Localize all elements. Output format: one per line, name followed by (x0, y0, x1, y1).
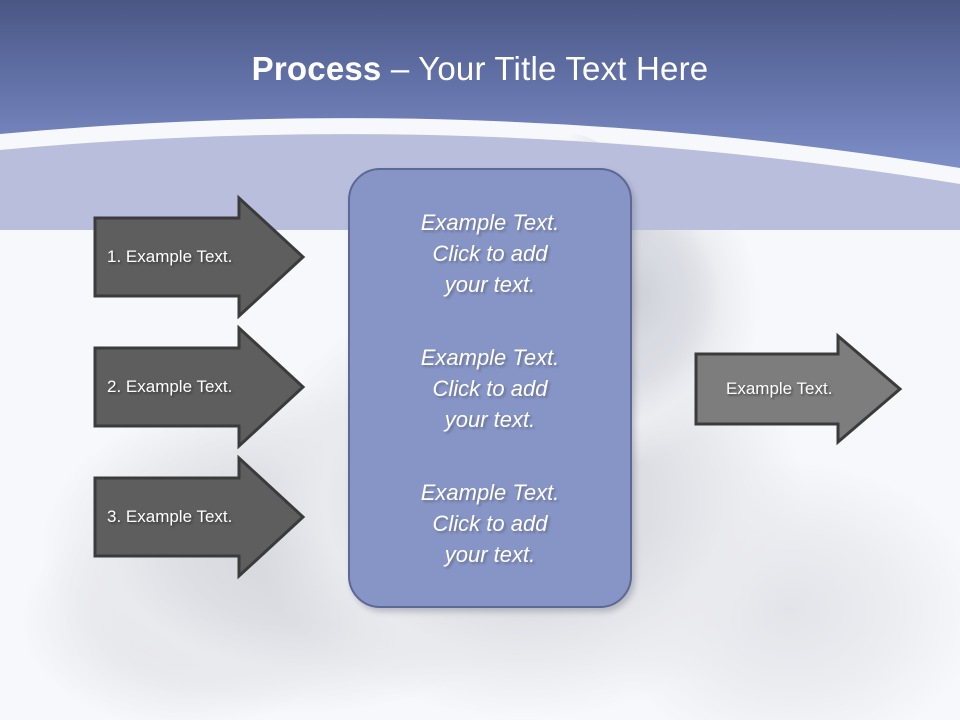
input-arrow-3-shape (93, 454, 306, 580)
center-box-paragraph-3-line-3: your text. (444, 541, 536, 567)
center-box-paragraph-1-line-1: Example Text. (420, 209, 560, 235)
center-box-paragraph-2-line-3: your text. (444, 406, 536, 432)
input-arrow-1[interactable]: 1. Example Text. (93, 194, 306, 320)
header-main-band (0, 0, 960, 168)
output-arrow[interactable]: Example Text. (694, 332, 903, 446)
page-title-bold: Process (251, 50, 382, 87)
input-arrow-2-shape (93, 324, 306, 450)
center-box-paragraph-2: Example Text. Click to add your text. (350, 342, 630, 435)
input-arrow-2[interactable]: 2. Example Text. (93, 324, 306, 450)
center-box-paragraph-2-line-1: Example Text. (420, 344, 560, 370)
center-box-paragraph-3: Example Text. Click to add your text. (350, 477, 630, 570)
page-title: Process – Your Title Text Here (0, 49, 960, 89)
output-arrow-shape (694, 332, 903, 446)
output-arrow-label: Example Text. (726, 379, 833, 398)
input-arrow-1-label: 1. Example Text. (107, 247, 233, 266)
center-box-paragraph-1-line-3: your text. (444, 271, 536, 297)
center-box-paragraph-3-line-2: Click to add (432, 510, 548, 536)
process-center-box[interactable]: Example Text. Click to add your text. Ex… (348, 168, 632, 608)
center-box-paragraph-2-line-2: Click to add (432, 375, 548, 401)
center-box-paragraph-3-line-1: Example Text. (420, 479, 560, 505)
input-arrow-3-label: 3. Example Text. (107, 507, 233, 526)
center-box-paragraph-1: Example Text. Click to add your text. (350, 207, 630, 300)
page-title-rest: – Your Title Text Here (381, 50, 709, 87)
input-arrow-1-shape (93, 194, 306, 320)
input-arrow-2-label: 2. Example Text. (107, 377, 233, 396)
center-box-paragraph-1-line-2: Click to add (432, 240, 548, 266)
input-arrow-3[interactable]: 3. Example Text. (93, 454, 306, 580)
